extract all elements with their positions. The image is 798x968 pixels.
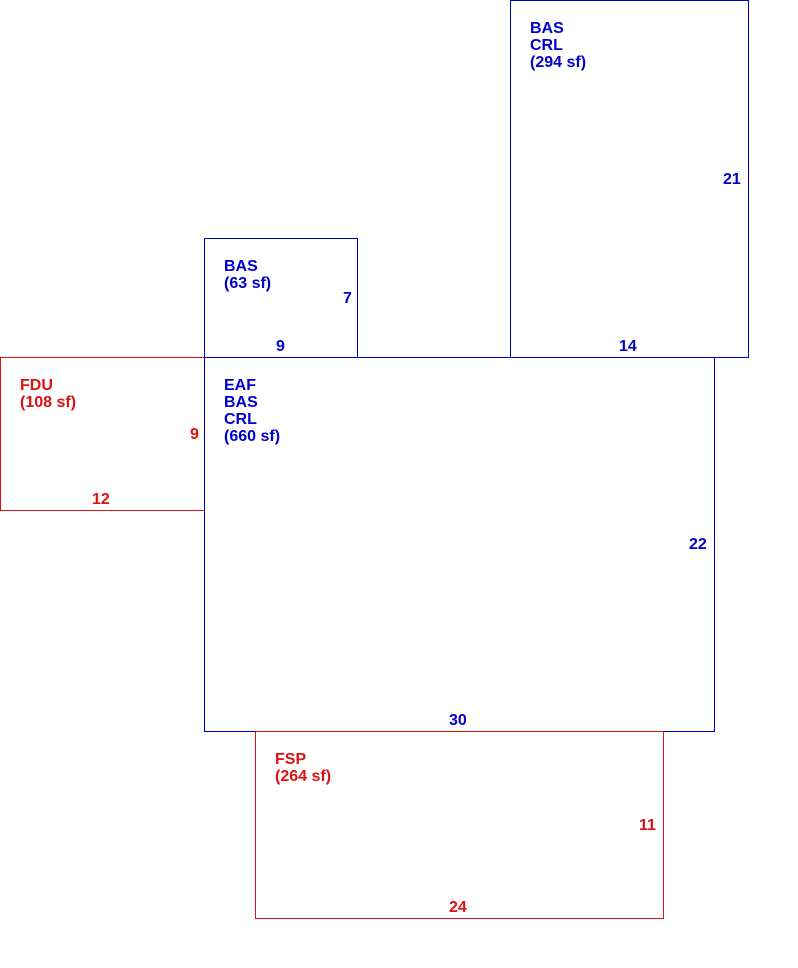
area-size: (264 sf) — [275, 768, 332, 785]
dimension-bottom: 9 — [276, 338, 285, 355]
area-size: (63 sf) — [224, 275, 272, 292]
area-code: BAS — [530, 20, 564, 37]
dimension-bottom: 24 — [449, 899, 467, 916]
area-eaf-main — [204, 357, 715, 732]
area-size: (660 sf) — [224, 428, 281, 445]
dimension-bottom: 30 — [449, 712, 467, 729]
area-code: CRL — [224, 411, 257, 428]
area-bas-small-label: BAS (63 sf) — [224, 258, 271, 292]
area-code: BAS — [224, 258, 258, 275]
area-size: (108 sf) — [20, 394, 77, 411]
area-fsp-label: FSP (264 sf) — [275, 751, 331, 785]
area-fdu-label: FDU (108 sf) — [20, 377, 76, 411]
dimension-bottom: 14 — [619, 338, 637, 355]
area-eaf-main-label: EAF BAS CRL (660 sf) — [224, 377, 280, 445]
dimension-side: 7 — [343, 290, 352, 307]
area-code: EAF — [224, 377, 256, 394]
dimension-bottom: 12 — [92, 491, 110, 508]
dimension-side: 11 — [639, 817, 656, 834]
area-code: CRL — [530, 37, 563, 54]
area-code: FSP — [275, 751, 307, 768]
dimension-side: 21 — [723, 171, 741, 188]
dimension-side: 9 — [190, 426, 199, 443]
area-size: (294 sf) — [530, 54, 587, 71]
area-fsp — [255, 731, 664, 919]
dimension-side: 22 — [689, 536, 707, 553]
area-code: FDU — [20, 377, 53, 394]
area-code: BAS — [224, 394, 258, 411]
area-bas-crl-top-label: BAS CRL (294 sf) — [530, 20, 586, 71]
